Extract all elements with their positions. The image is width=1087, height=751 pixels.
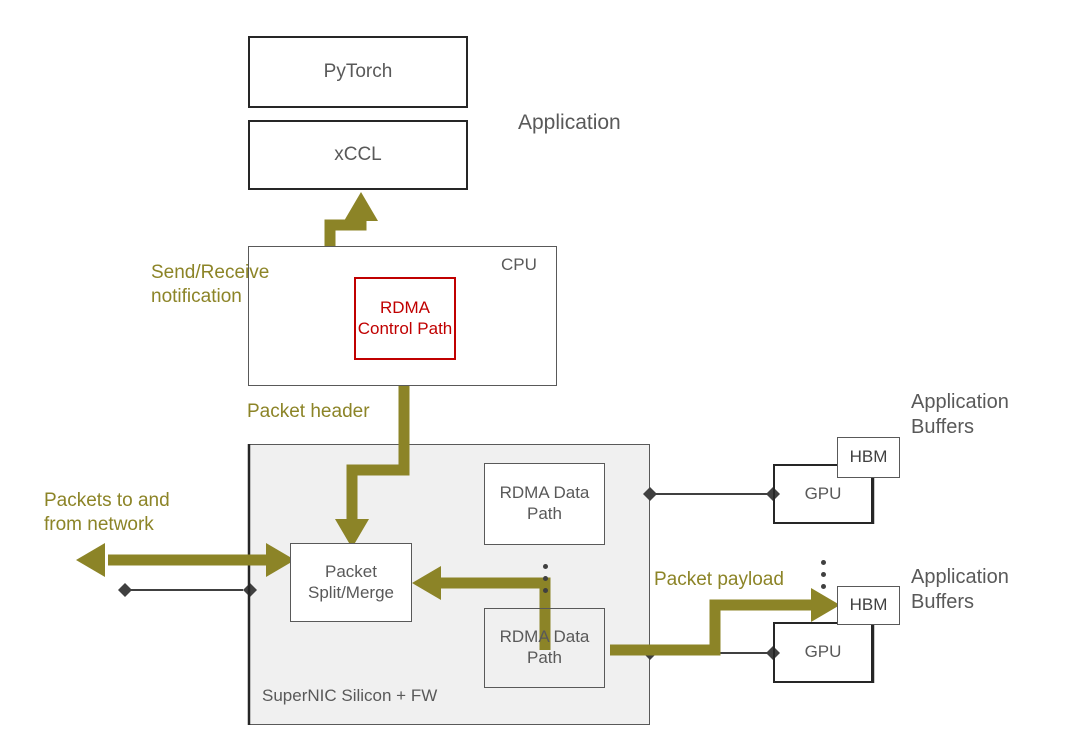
vertical-ellipsis-supernic [540,564,550,600]
pytorch-box[interactable]: PyTorch [248,36,468,108]
packet-payload-path [610,599,828,656]
arrowhead-splitmerge-left [266,543,295,577]
arrowhead-splitmerge-right [412,566,441,600]
packet-payload-label: Packet payload [654,569,784,590]
rdma-data-path-box-1[interactable]: RDMA Data Path [484,463,605,545]
vertical-ellipsis-right [818,560,828,596]
gpu-bottom-box[interactable]: GPU [773,622,873,683]
arrowhead-hbm [811,588,840,622]
arrowhead-splitmerge-top [335,519,369,548]
olive-flow-arrows [108,207,828,656]
application-buffers-bottom-label: Application Buffers [911,566,1009,613]
cpu-label: CPU [501,255,537,274]
rdma-control-path-box[interactable]: RDMA Control Path [354,277,456,360]
application-buffers-top-label: Application Buffers [911,391,1009,438]
gpu-top-box[interactable]: GPU [773,464,873,524]
hbm-top-box[interactable]: HBM [837,437,900,478]
arrowhead-xccl [344,192,378,221]
rdma-data-path-box-2[interactable]: RDMA Data Path [484,608,605,688]
send-receive-notification-label: Send/Receive notification [151,262,270,307]
packet-split-merge-box[interactable]: Packet Split/Merge [290,543,412,622]
supernic-label: SuperNIC Silicon + FW [262,686,438,705]
arrowhead-network-left [76,543,105,577]
packets-network-label: Packets to and from network [44,490,170,535]
packet-header-path [346,372,410,533]
packet-header-label: Packet header [247,401,370,422]
application-label: Application [518,111,621,134]
hbm-bottom-box[interactable]: HBM [837,586,900,625]
datapath-to-splitmerge-path [425,577,551,650]
xccl-box[interactable]: xCCL [248,120,468,190]
